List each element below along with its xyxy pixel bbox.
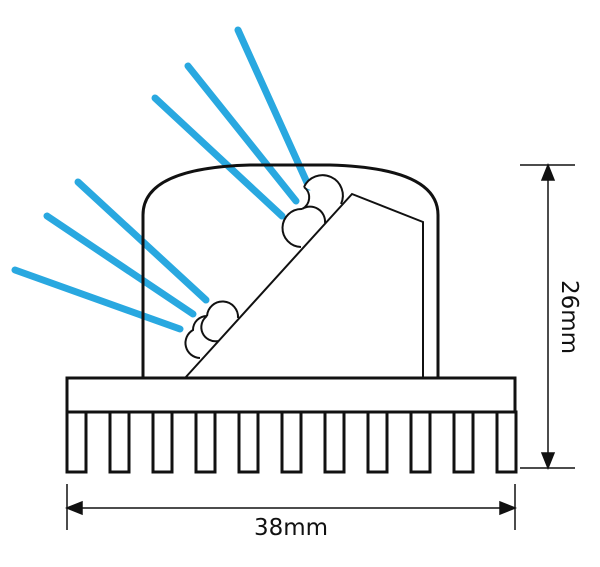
height-dimension (520, 162, 575, 471)
light-ray (151, 94, 286, 220)
arrow-left-icon (64, 500, 83, 516)
width-dimension (64, 484, 518, 530)
width-label: 38mm (254, 515, 328, 541)
light-ray (43, 212, 197, 318)
led-icon (184, 315, 219, 359)
heatsink-fin (280, 410, 303, 474)
heatsink-fin (495, 410, 518, 474)
arrow-up-icon (540, 162, 556, 181)
height-label: 26mm (556, 280, 582, 354)
heatsink-fin (65, 410, 88, 474)
heatsink-fin (151, 410, 174, 474)
arrow-down-icon (540, 452, 556, 471)
heatsink-fin (108, 410, 131, 474)
inclined-board (184, 192, 424, 379)
heatsink-fin (323, 410, 346, 474)
light-ray (11, 266, 184, 333)
heatsink-fin (237, 410, 260, 474)
heatsink-fin (366, 410, 389, 474)
heatsink-fins (65, 410, 518, 474)
base-plate (65, 376, 517, 414)
dome-housing (141, 163, 440, 378)
led-icon (281, 186, 327, 248)
heatsink-fin (409, 410, 432, 474)
heatsink-fin (452, 410, 475, 474)
led-icon (206, 300, 240, 319)
led-icon (303, 174, 344, 205)
heatsink-fin (194, 410, 217, 474)
arrow-right-icon (499, 500, 518, 516)
led-chips (184, 174, 344, 359)
light-ray (184, 62, 300, 205)
light-rays (11, 26, 313, 333)
light-ray (234, 26, 313, 191)
